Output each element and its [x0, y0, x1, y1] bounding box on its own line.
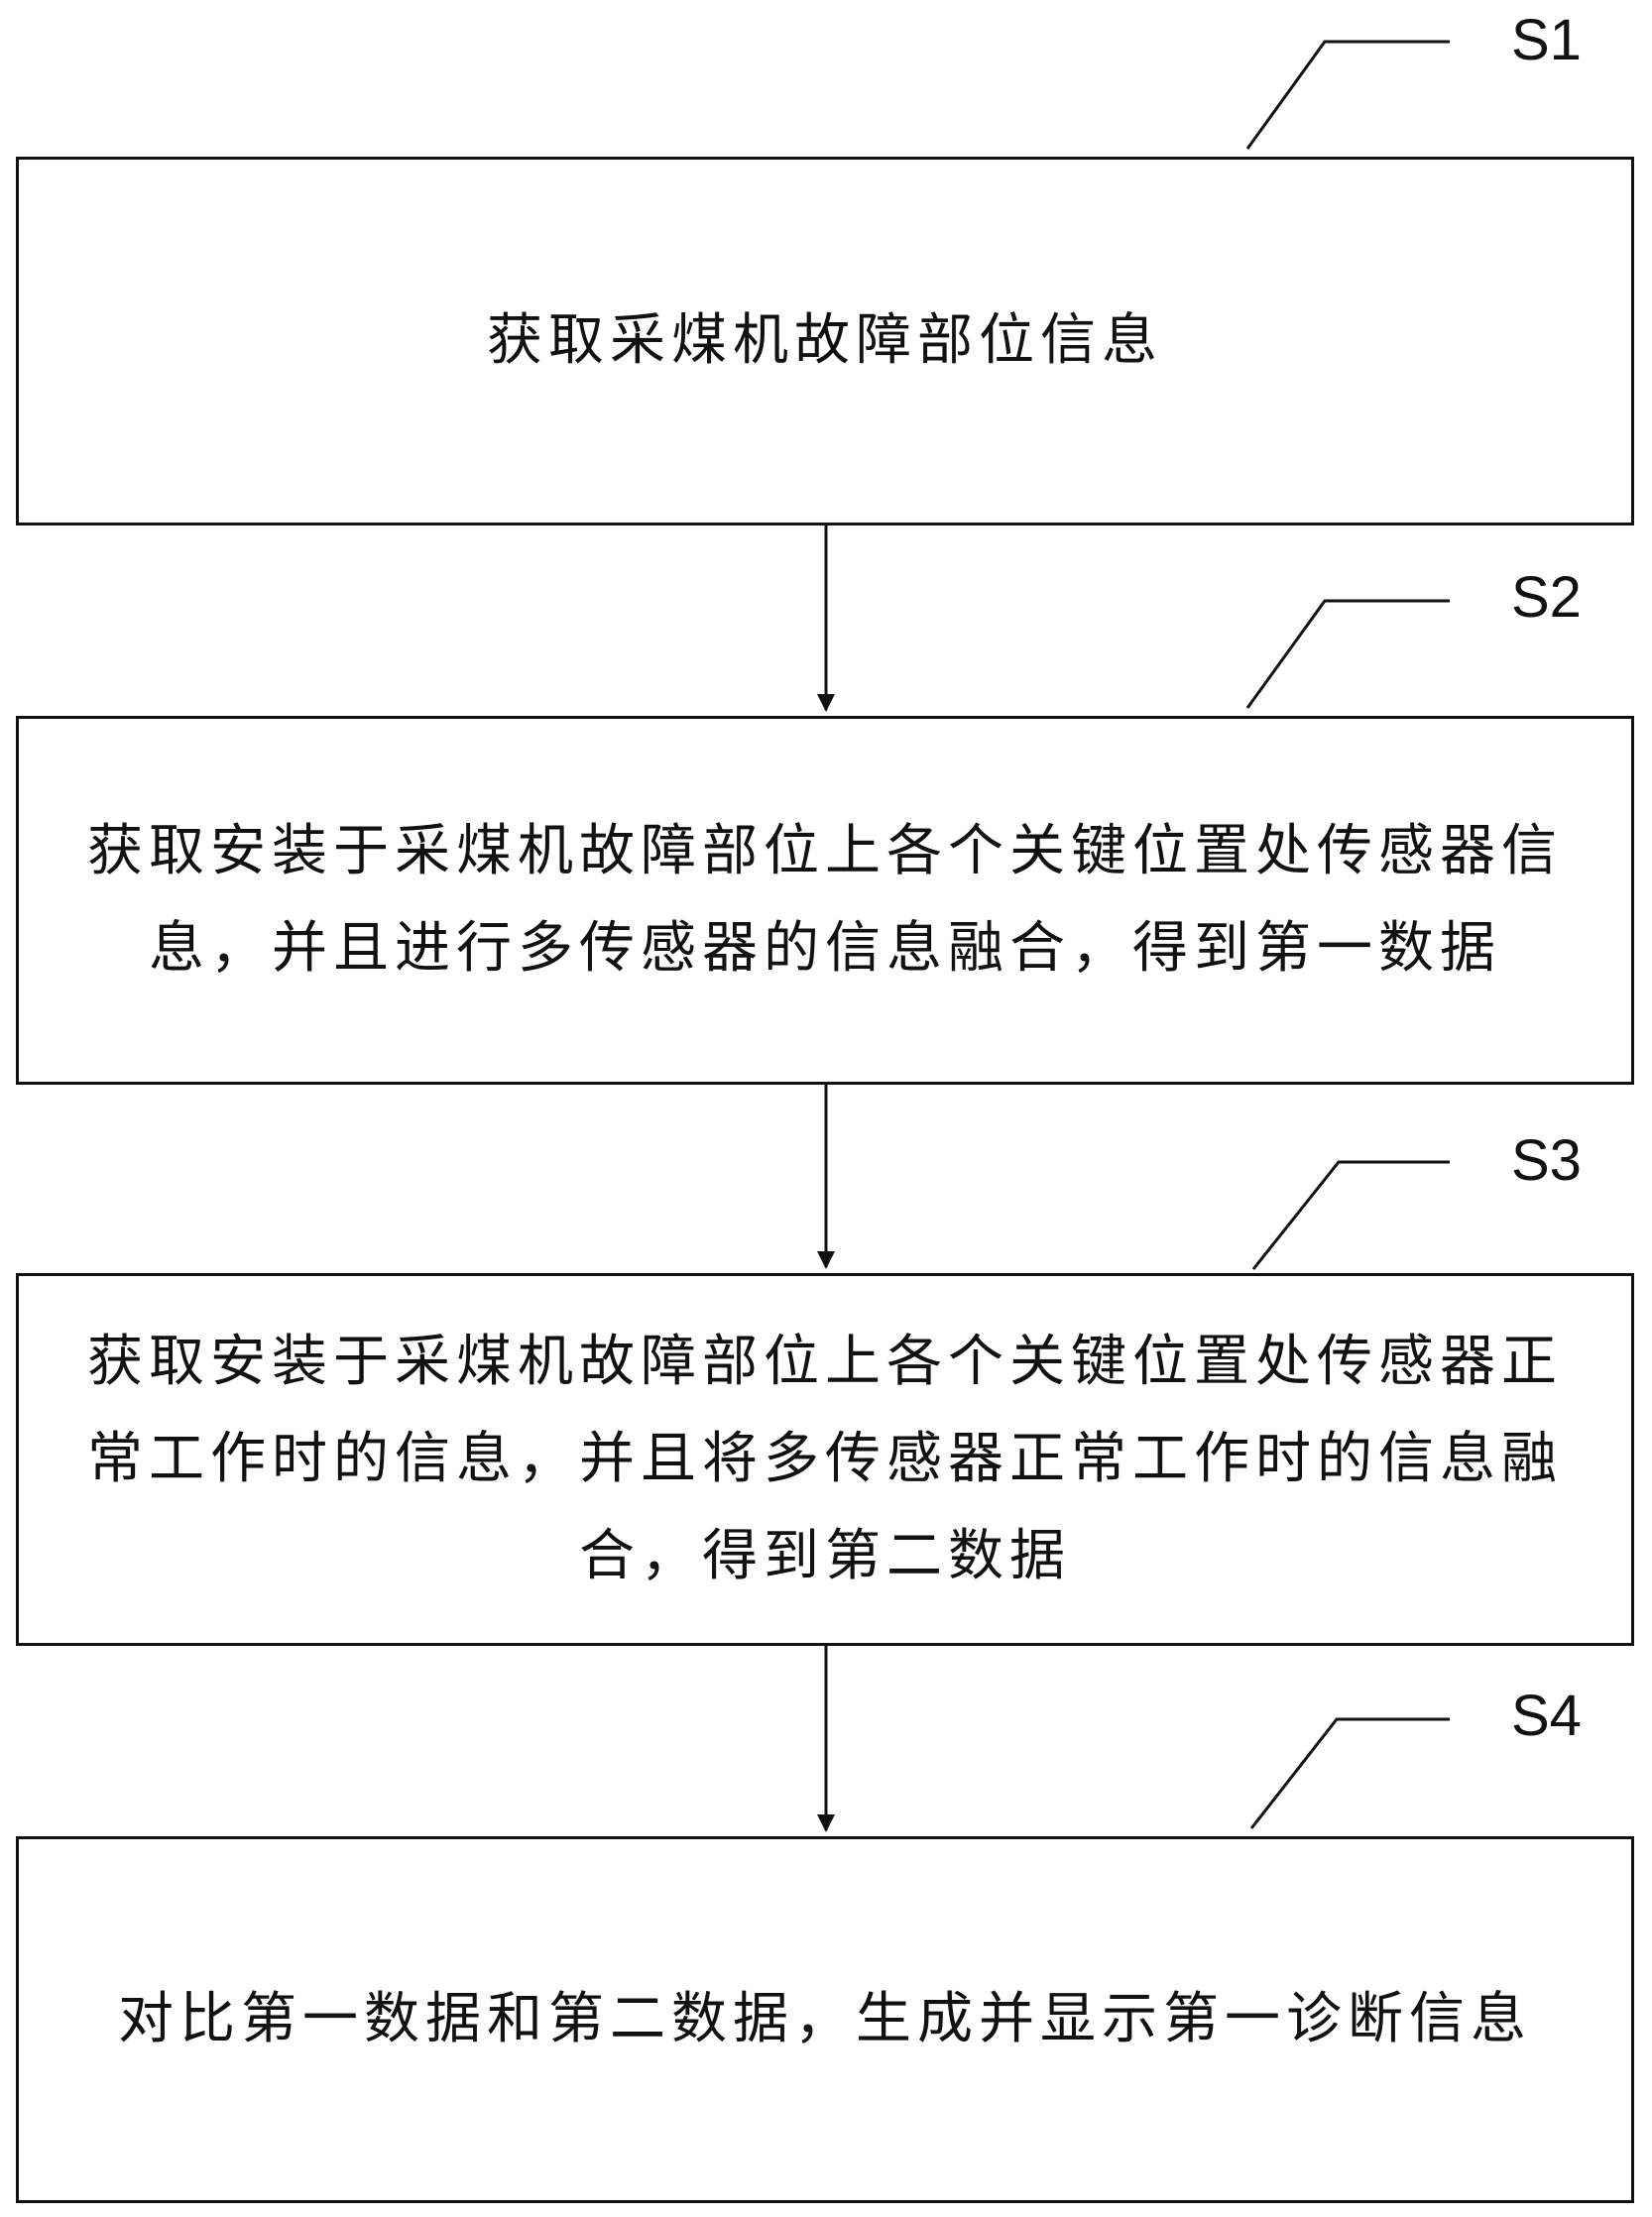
- label-leader-s4: [1249, 1717, 1450, 1829]
- label-leader-s2: [1245, 599, 1450, 709]
- step-label-s1: S1: [1511, 8, 1582, 72]
- step-label-s3: S3: [1511, 1128, 1582, 1193]
- step-box-s4: 对比第一数据和第二数据，生成并显示第一诊断信息: [16, 1836, 1634, 2203]
- step-text-s3: 获取安装于采煤机故障部位上各个关键位置处传感器正常工作时的信息，并且将多传感器正…: [87, 1330, 1563, 1588]
- step-text-s4: 对比第一数据和第二数据，生成并显示第一诊断信息: [118, 1987, 1532, 2051]
- step-text-s2: 获取安装于采煤机故障部位上各个关键位置处传感器信息，并且进行多传感器的信息融合，…: [87, 819, 1563, 981]
- step-text-s1: 获取采煤机故障部位信息: [487, 308, 1163, 373]
- step-label-s4: S4: [1511, 1684, 1582, 1748]
- step-box-s1: 获取采煤机故障部位信息: [16, 157, 1634, 525]
- step-box-s3: 获取安装于采煤机故障部位上各个关键位置处传感器正常工作时的信息，并且将多传感器正…: [16, 1273, 1634, 1646]
- step-label-s2: S2: [1511, 565, 1582, 630]
- label-leader-s3: [1251, 1160, 1450, 1270]
- label-leader-s1: [1245, 40, 1450, 150]
- step-box-s2: 获取安装于采煤机故障部位上各个关键位置处传感器信息，并且进行多传感器的信息融合，…: [16, 716, 1634, 1085]
